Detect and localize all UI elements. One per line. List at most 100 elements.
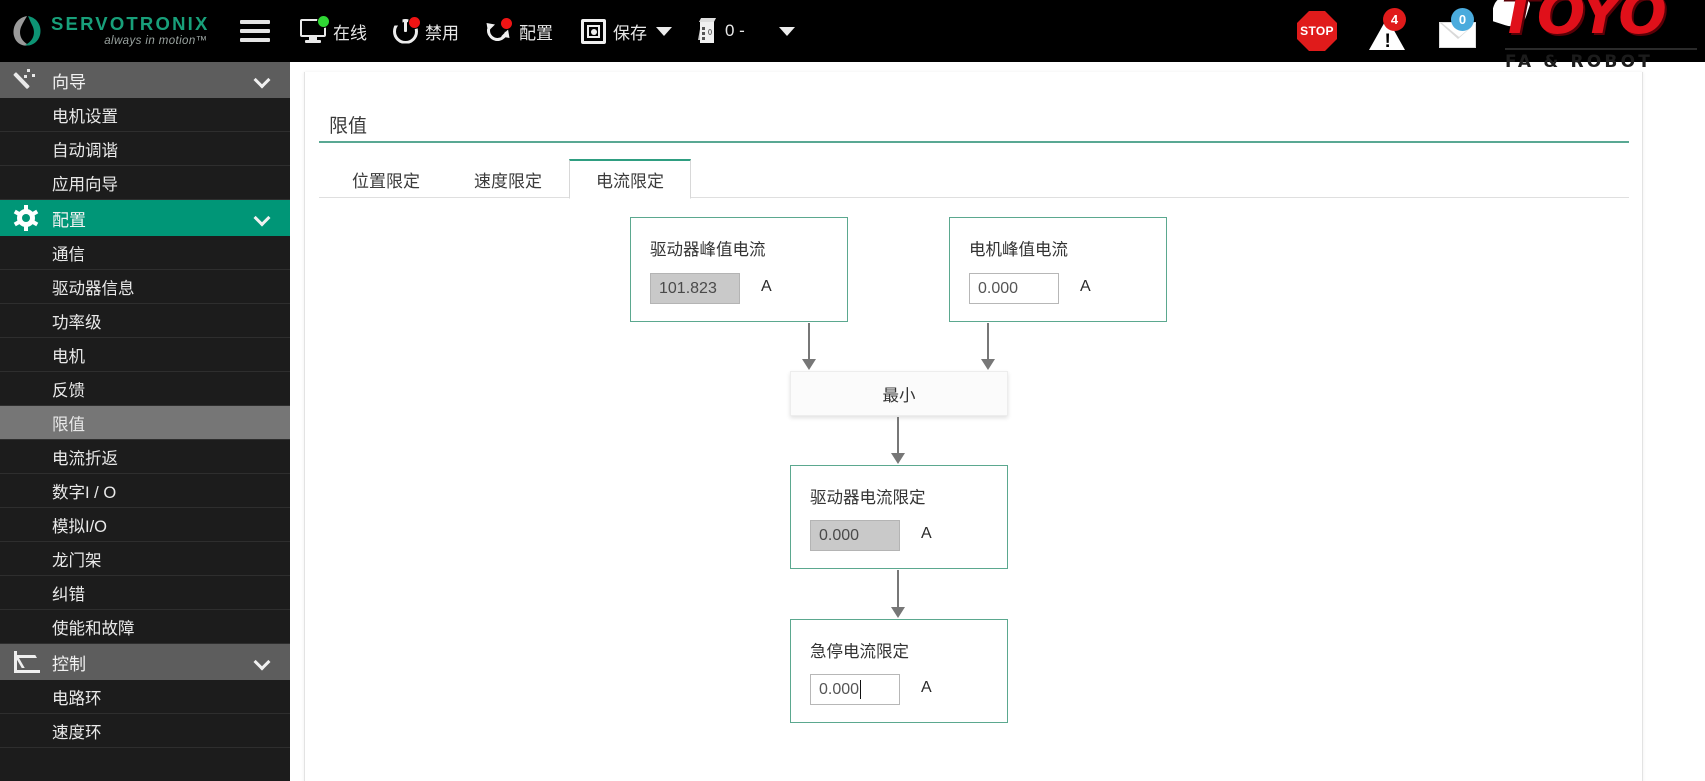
sidebar-item-communication[interactable]: 通信 [0,236,290,270]
save-icon [581,18,606,44]
sidebar-item-gantry[interactable]: 龙门架 [0,542,290,576]
sidebar-item-label: 限值 [52,415,85,434]
sidebar-item-label: 电流折返 [52,449,118,468]
chart-icon [14,651,46,673]
sidebar-item-analog-io[interactable]: 模拟I/O [0,508,290,542]
chevron-down-icon[interactable] [253,209,271,227]
stop-button[interactable]: STOP [1297,0,1337,62]
estop-current-limit-unit: A [921,679,932,696]
menu-button[interactable] [240,0,270,62]
sidebar-item-label: 应用向导 [52,175,118,194]
sidebar-item-enable-and-faults[interactable]: 使能和故障 [0,610,290,644]
tab-position-limits[interactable]: 位置限定 [325,159,447,199]
sidebar-group-configuration[interactable]: 配置 [0,200,290,236]
sidebar-group-wizard[interactable]: 向导 [0,62,290,98]
tabs-divider [319,197,1629,198]
sidebar-item-motor-setup[interactable]: 电机设置 [0,98,290,132]
sidebar-item-label: 纠错 [52,585,85,604]
message-count-badge: 0 [1451,8,1474,31]
tab-label: 速度限定 [474,171,542,191]
toyo-logo: TOYO FA & ROBOT [1493,0,1705,80]
sidebar-item-velocity-loop[interactable]: 速度环 [0,714,290,748]
limits-panel: 限值 位置限定 速度限定 电流限定 驱动器峰值电流 101.823 A [304,72,1643,781]
sidebar-item-application-wizard[interactable]: 应用向导 [0,166,290,200]
axis-label: 0 - [725,21,745,40]
sidebar-item-label: 数字I / O [52,483,117,502]
config-indicator-dot [500,17,513,30]
online-indicator-dot [317,15,330,28]
sidebar-item-label: 电路环 [52,689,102,708]
sidebar-group-control[interactable]: 控制 [0,644,290,680]
sidebar-item-label: 反馈 [52,381,85,400]
estop-current-limit-box: 急停电流限定 0.000 A [790,619,1008,723]
drive-peak-current-unit: A [761,278,772,295]
sidebar-item-motor[interactable]: 电机 [0,338,290,372]
mail-icon: 0 [1435,8,1479,52]
tab-label: 位置限定 [352,171,420,191]
estop-current-limit-input[interactable]: 0.000 [810,674,900,705]
tab-label: 电流限定 [596,172,664,191]
sidebar-navigation: 向导 电机设置 自动调谐 应用向导 配置 通信 驱动器信息 [0,62,290,781]
connection-status-button[interactable]: 在线 [300,0,367,62]
axis-chevron-down-icon[interactable] [778,26,795,36]
stop-icon: STOP [1297,11,1337,51]
sidebar-item-label: 电机 [52,347,85,366]
sidebar-item-label: 自动调谐 [52,141,118,160]
config-label: 配置 [519,23,553,43]
chevron-down-icon[interactable] [253,71,271,89]
drive-current-limit-input[interactable]: 0.000 [810,520,900,551]
monitor-icon [300,15,330,43]
sidebar-item-label: 驱动器信息 [52,279,135,298]
drive-icon [698,18,718,44]
motor-peak-current-input[interactable]: 0.000 [969,273,1059,304]
sidebar-item-digital-io[interactable]: 数字I / O [0,474,290,508]
save-chevron-down-icon[interactable] [656,26,672,36]
sidebar-item-current-loop[interactable]: 电路环 [0,680,290,714]
enable-disable-button[interactable]: 禁用 [393,0,459,62]
tab-velocity-limits[interactable]: 速度限定 [447,159,569,199]
servotronix-mark-icon [10,14,44,48]
disabled-indicator-dot [408,15,421,29]
save-button[interactable]: 保存 [581,0,672,62]
alert-count-badge: 4 [1383,8,1406,31]
tab-current-limits[interactable]: 电流限定 [569,159,691,199]
stop-label: STOP [1300,24,1334,38]
sidebar-item-power-stage[interactable]: 功率级 [0,304,290,338]
sidebar-item-error-correction[interactable]: 纠错 [0,576,290,610]
wand-icon [13,69,46,91]
sidebar-item-current-foldback[interactable]: 电流折返 [0,440,290,474]
sidebar-group-control-label: 控制 [52,654,86,674]
drive-peak-current-input[interactable]: 101.823 [650,273,740,304]
estop-current-limit-title: 急停电流限定 [810,643,909,661]
sidebar-item-drive-info[interactable]: 驱动器信息 [0,270,290,304]
toyo-wordmark: TOYO [1499,0,1667,47]
sidebar-item-limits[interactable]: 限值 [0,406,290,440]
axis-selector[interactable]: 0 - [698,0,795,62]
alerts-button[interactable]: ! 4 [1367,0,1407,62]
toyo-tagline: FA & ROBOT [1505,52,1654,72]
tab-bar: 位置限定 速度限定 电流限定 [325,157,691,199]
enable-disable-label: 禁用 [425,23,459,43]
min-node: 最小 [790,371,1008,416]
sidebar-item-label: 通信 [52,245,85,264]
min-node-label: 最小 [882,386,916,405]
connection-status-label: 在线 [333,23,367,43]
messages-button[interactable]: 0 [1435,0,1479,62]
warning-icon: ! 4 [1367,8,1407,52]
config-button[interactable]: 配置 [482,0,553,62]
save-label: 保存 [613,23,647,43]
motor-peak-current-unit: A [1080,278,1091,295]
drive-peak-current-title: 驱动器峰值电流 [650,241,766,259]
refresh-icon [482,15,514,46]
sidebar-item-feedback[interactable]: 反馈 [0,372,290,406]
logo-wordmark: SERVOTRONIX [51,12,210,34]
sidebar-item-label: 龙门架 [52,551,102,570]
page-title: 限值 [329,116,368,137]
main-content: 限值 位置限定 速度限定 电流限定 驱动器峰值电流 101.823 A [290,62,1705,781]
sidebar-item-label: 电机设置 [52,107,118,126]
chevron-down-icon[interactable] [253,653,271,671]
sidebar-item-auto-tuning[interactable]: 自动调谐 [0,132,290,166]
estop-current-limit-value: 0.000 [819,680,860,698]
sidebar-item-label: 功率级 [52,313,102,332]
